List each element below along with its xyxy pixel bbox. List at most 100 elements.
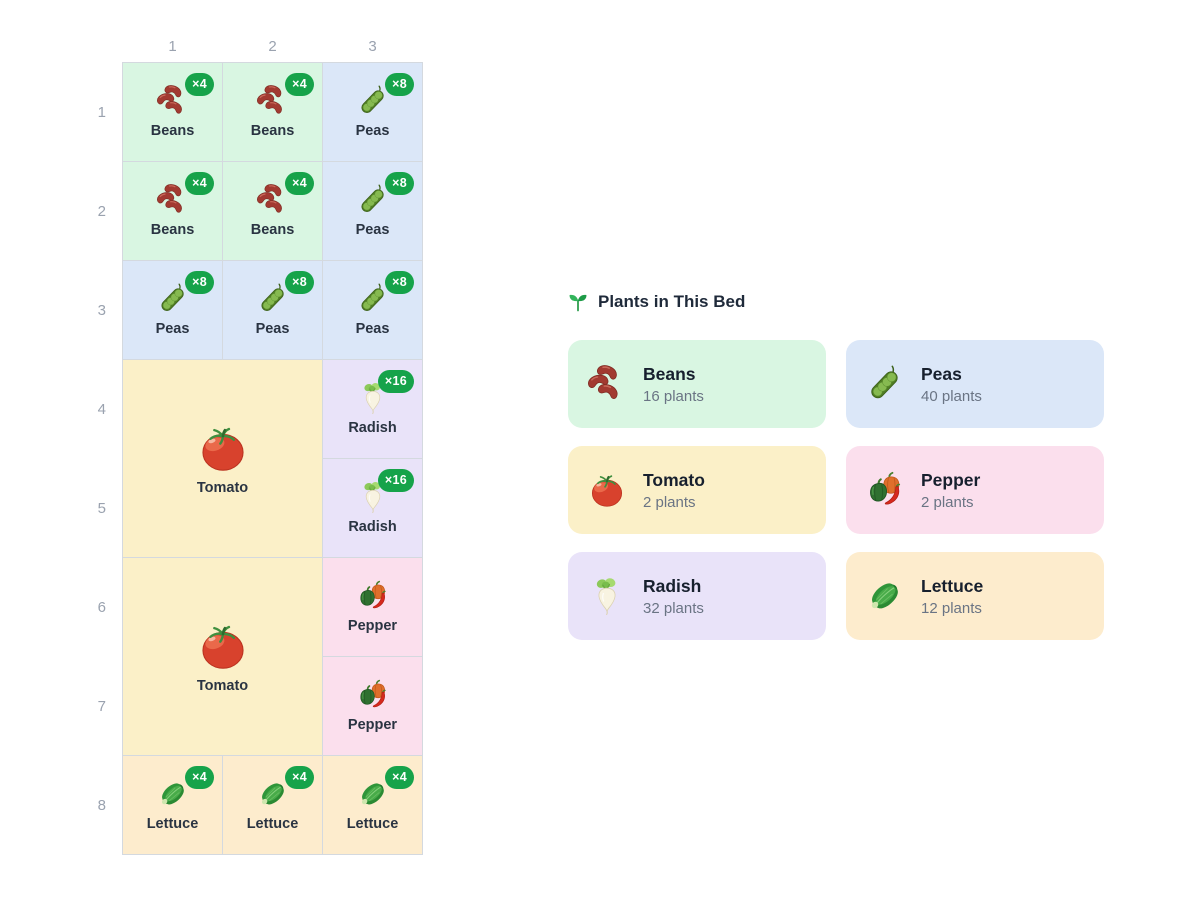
row-header-3: 3 <box>97 301 106 319</box>
plant-label: Peas <box>355 123 390 139</box>
bed-cell-r6-7-c1-2-tomato[interactable]: Tomato <box>123 558 322 755</box>
legend-card-radish: Radish 32 plants <box>568 552 826 640</box>
plant-label: Beans <box>150 123 195 139</box>
plant-count-badge: ×4 <box>185 172 214 195</box>
bed-cell-r2c3-peas[interactable]: ×8 Peas <box>323 162 422 260</box>
plant-label: Pepper <box>347 618 398 634</box>
bed-cell-r3c2-peas[interactable]: ×8 Peas <box>223 261 322 359</box>
plant-count-badge: ×4 <box>185 73 214 96</box>
bed-cell-r2c2-beans[interactable]: ×4 Beans <box>223 162 322 260</box>
card-count: 12 plants <box>921 599 982 617</box>
bed-cell-r1c1-beans[interactable]: ×4 Beans <box>123 63 222 161</box>
card-count: 40 plants <box>921 387 982 405</box>
row-header-1: 1 <box>97 103 106 121</box>
pepper-icon <box>357 580 389 612</box>
bed-cell-r3c3-peas[interactable]: ×8 Peas <box>323 261 422 359</box>
bed-cell-r8c1-lettuce[interactable]: ×4 Lettuce <box>123 756 222 854</box>
legend-card-pepper: Pepper 2 plants <box>846 446 1104 534</box>
plant-count-badge: ×4 <box>285 73 314 96</box>
plant-count-badge: ×16 <box>377 469 414 492</box>
bed-cell-r5c3-radish[interactable]: ×16 Radish <box>323 459 422 557</box>
bed-cell-r2c1-beans[interactable]: ×4 Beans <box>123 162 222 260</box>
plant-count-badge: ×8 <box>385 172 414 195</box>
bed-cell-r1c3-peas[interactable]: ×8 Peas <box>323 63 422 161</box>
bed-grid-section: 1 2 3 1 2 3 4 5 6 7 8 ×4 Beans <box>78 30 423 855</box>
plant-label: Tomato <box>196 677 249 694</box>
card-title: Lettuce <box>921 575 984 596</box>
pepper-icon <box>866 471 904 509</box>
plant-label: Radish <box>348 420 397 436</box>
plant-label: Peas <box>355 222 390 238</box>
beans-icon <box>257 85 289 117</box>
peas-icon <box>157 283 189 315</box>
bed-cell-r8c3-lettuce[interactable]: ×4 Lettuce <box>323 756 422 854</box>
bed-cell-r3c1-peas[interactable]: ×8 Peas <box>123 261 222 359</box>
bed-cell-r8c2-lettuce[interactable]: ×4 Lettuce <box>223 756 322 854</box>
plant-label: Radish <box>348 519 397 535</box>
bed-cell-r4c3-radish[interactable]: ×16 Radish <box>323 360 422 458</box>
card-title: Tomato <box>643 469 705 490</box>
card-title: Peas <box>921 363 962 384</box>
row-header-5: 5 <box>97 499 106 517</box>
tomato-icon <box>588 471 626 509</box>
row-headers: 1 2 3 4 5 6 7 8 <box>78 62 122 855</box>
plant-count-badge: ×16 <box>377 370 414 393</box>
peas-icon <box>866 365 904 403</box>
bed-grid: ×4 Beans ×4 Beans ×8 Peas ×4 Be <box>122 62 423 855</box>
card-title: Pepper <box>921 469 981 490</box>
card-count: 2 plants <box>921 493 974 511</box>
bed-cell-r6c3-pepper[interactable]: Pepper <box>323 558 422 656</box>
plant-label: Lettuce <box>346 816 399 832</box>
row-header-6: 6 <box>97 598 106 616</box>
tomato-icon <box>197 620 249 672</box>
card-count: 2 plants <box>643 493 696 511</box>
row-header-4: 4 <box>97 400 106 418</box>
peas-icon <box>357 85 389 117</box>
peas-icon <box>257 283 289 315</box>
legend-header: Plants in This Bed <box>568 290 1104 314</box>
legend-card-lettuce: Lettuce 12 plants <box>846 552 1104 640</box>
column-headers: 1 2 3 <box>78 30 423 62</box>
card-count: 32 plants <box>643 599 704 617</box>
lettuce-icon <box>357 778 389 810</box>
lettuce-icon <box>866 577 904 615</box>
lettuce-icon <box>157 778 189 810</box>
plant-count-badge: ×8 <box>385 271 414 294</box>
legend-card-tomato: Tomato 2 plants <box>568 446 826 534</box>
plant-label: Tomato <box>196 479 249 496</box>
plant-label: Peas <box>255 321 290 337</box>
plant-count-badge: ×8 <box>185 271 214 294</box>
plant-count-badge: ×8 <box>285 271 314 294</box>
row-header-7: 7 <box>97 697 106 715</box>
column-header-2: 2 <box>268 37 277 55</box>
bed-cell-r1c2-beans[interactable]: ×4 Beans <box>223 63 322 161</box>
plant-count-badge: ×4 <box>185 766 214 789</box>
row-header-8: 8 <box>97 796 106 814</box>
row-header-2: 2 <box>97 202 106 220</box>
legend-panel: Plants in This Bed Beans 16 plants Peas … <box>568 290 1104 640</box>
column-header-1: 1 <box>168 37 177 55</box>
peas-icon <box>357 184 389 216</box>
bed-cell-r7c3-pepper[interactable]: Pepper <box>323 657 422 755</box>
plant-label: Beans <box>150 222 195 238</box>
legend-card-peas: Peas 40 plants <box>846 340 1104 428</box>
column-header-3: 3 <box>368 37 377 55</box>
beans-icon <box>157 184 189 216</box>
card-title: Radish <box>643 575 702 596</box>
plant-label: Lettuce <box>146 816 199 832</box>
plant-count-badge: ×4 <box>285 172 314 195</box>
plant-label: Pepper <box>347 717 398 733</box>
beans-icon <box>588 365 626 403</box>
bed-cell-r4-5-c1-2-tomato[interactable]: Tomato <box>123 360 322 557</box>
plant-count-badge: ×4 <box>385 766 414 789</box>
lettuce-icon <box>257 778 289 810</box>
beans-icon <box>257 184 289 216</box>
plant-count-badge: ×4 <box>285 766 314 789</box>
pepper-icon <box>357 679 389 711</box>
plant-label: Beans <box>250 123 295 139</box>
card-title: Beans <box>643 363 696 384</box>
legend-title: Plants in This Bed <box>598 292 746 311</box>
beans-icon <box>157 85 189 117</box>
plant-label: Peas <box>155 321 190 337</box>
